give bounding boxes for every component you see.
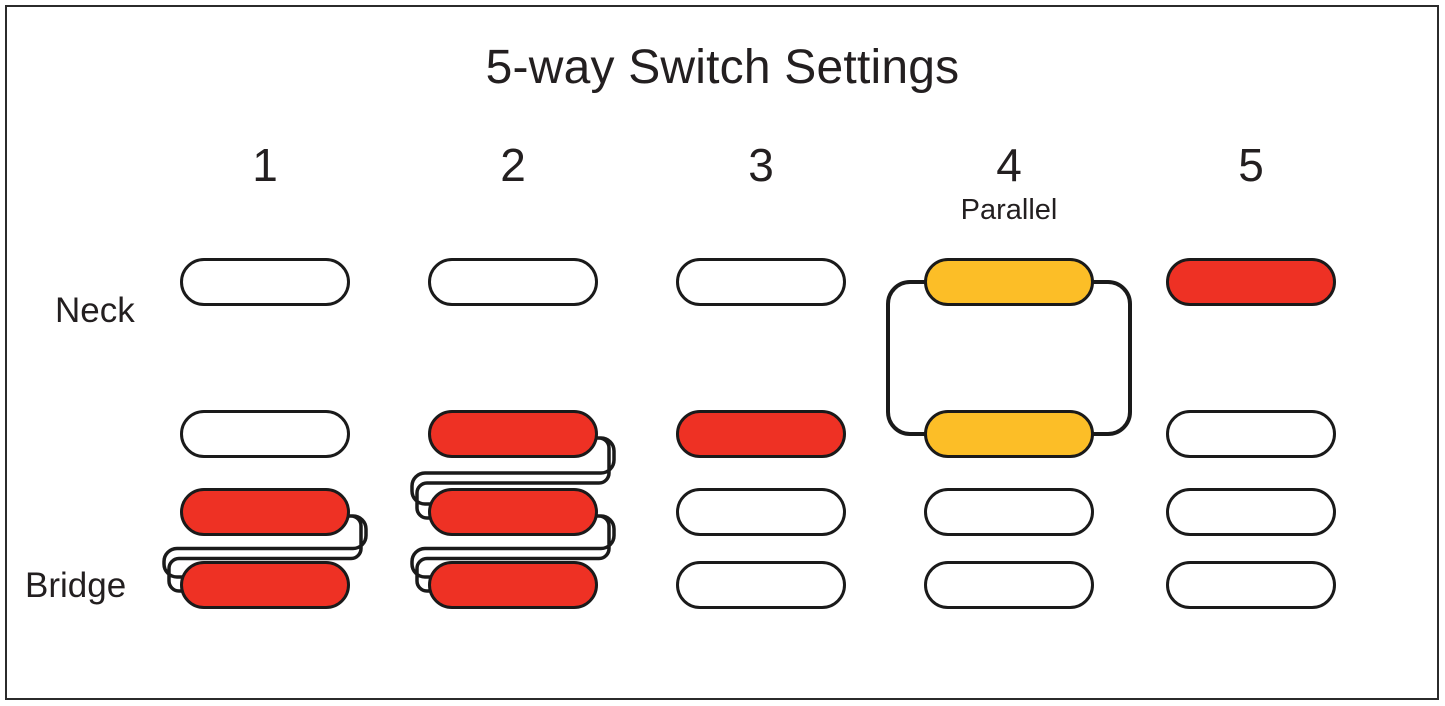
coil-col2-bridge-red[interactable] [428, 561, 598, 609]
coil-col1-bridge-red[interactable] [180, 561, 350, 609]
column-sublabel-4: Parallel [960, 194, 1058, 226]
coil-col5-bridge-off[interactable] [1166, 561, 1336, 609]
column-header-3: 3 [748, 139, 774, 191]
coil-col4-neck-orange[interactable] [924, 258, 1094, 306]
row-label-neck: Neck [55, 291, 135, 330]
coil-col2-row3-red[interactable] [428, 488, 598, 536]
column-header-2: 2 [500, 139, 526, 191]
coil-col2-neck-off[interactable] [428, 258, 598, 306]
coil-col4-bridge-off[interactable] [924, 561, 1094, 609]
coil-col4-row3-off[interactable] [924, 488, 1094, 536]
page-title: 5-way Switch Settings [485, 41, 960, 94]
coil-col4-row2-orange[interactable] [924, 410, 1094, 458]
coil-col5-row3-off[interactable] [1166, 488, 1336, 536]
parallel-wire-col4-right [1078, 280, 1132, 436]
coil-col1-row3-red[interactable] [180, 488, 350, 536]
coil-col3-row3-off[interactable] [676, 488, 846, 536]
column-header-5: 5 [1238, 139, 1264, 191]
coil-col3-neck-off[interactable] [676, 258, 846, 306]
coil-col1-row2-off[interactable] [180, 410, 350, 458]
coil-col5-neck-red[interactable] [1166, 258, 1336, 306]
column-header-1: 1 [252, 139, 278, 191]
coil-col3-bridge-off[interactable] [676, 561, 846, 609]
coil-col3-row2-red[interactable] [676, 410, 846, 458]
coil-col1-neck-off[interactable] [180, 258, 350, 306]
parallel-wire-col4-left [886, 280, 940, 436]
column-header-4: 4 [996, 139, 1022, 191]
coil-col5-row2-off[interactable] [1166, 410, 1336, 458]
row-label-bridge: Bridge [25, 566, 127, 605]
coil-col2-row2-red[interactable] [428, 410, 598, 458]
